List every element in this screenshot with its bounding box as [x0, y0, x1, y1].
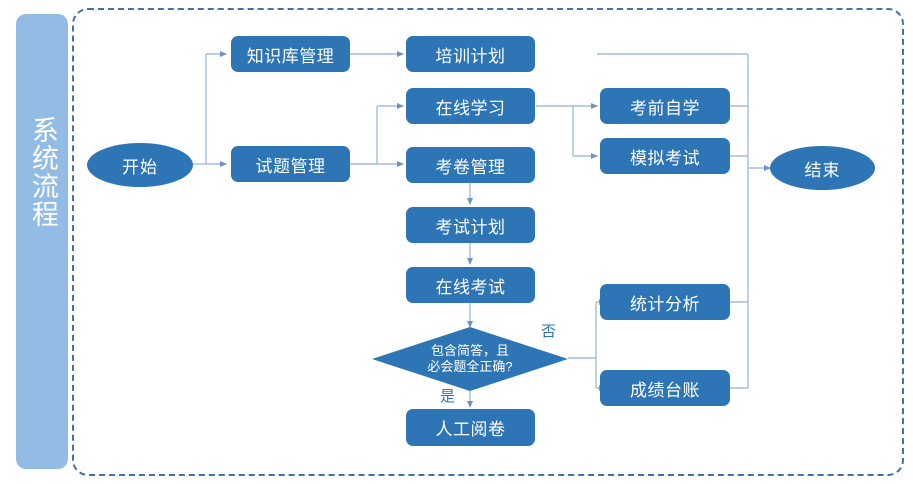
node-exam-plan-label: 考试计划	[435, 217, 506, 237]
node-statistical-analysis-label: 统计分析	[630, 294, 700, 314]
decision-diamond-shape	[372, 327, 568, 391]
node-start[interactable]: 开始	[87, 143, 193, 187]
sidebar-banner: 系统流程	[16, 14, 68, 469]
node-score-ledger[interactable]: 成绩台账	[600, 370, 730, 406]
node-online-exam-label: 在线考试	[435, 277, 506, 297]
node-end-label: 结束	[804, 160, 841, 180]
node-score-ledger-label: 成绩台账	[630, 380, 700, 400]
node-question-management[interactable]: 试题管理	[231, 146, 350, 182]
node-knowledge-base-management-label: 知识库管理	[246, 46, 335, 66]
node-online-learning[interactable]: 在线学习	[406, 88, 535, 124]
node-end[interactable]: 结束	[770, 146, 875, 190]
node-online-exam[interactable]: 在线考试	[406, 267, 535, 303]
node-training-plan[interactable]: 培训计划	[406, 36, 535, 72]
node-manual-grading[interactable]: 人工阅卷	[406, 409, 535, 446]
node-question-management-label: 试题管理	[255, 156, 326, 176]
edge-label-no: 否	[541, 323, 557, 340]
node-manual-grading-label: 人工阅卷	[435, 420, 506, 439]
node-exam-paper-management[interactable]: 考卷管理	[406, 147, 535, 183]
node-online-learning-label: 在线学习	[435, 98, 506, 118]
node-start-label: 开始	[122, 157, 158, 177]
node-knowledge-base-management[interactable]: 知识库管理	[231, 36, 350, 72]
node-training-plan-label: 培训计划	[435, 46, 506, 66]
node-pre-exam-self-study[interactable]: 考前自学	[600, 88, 730, 124]
sidebar-title: 系统流程	[27, 115, 58, 228]
node-pre-exam-self-study-label: 考前自学	[630, 98, 700, 118]
diagram-dashed-frame	[72, 8, 904, 476]
node-decision-check[interactable]: 包含简答，且 必会题全正确?	[372, 327, 568, 391]
node-mock-exam-label: 模拟考试	[630, 148, 700, 168]
node-statistical-analysis[interactable]: 统计分析	[600, 284, 730, 320]
edge-label-yes: 是	[440, 388, 456, 405]
node-exam-paper-management-label: 考卷管理	[435, 157, 506, 177]
node-mock-exam[interactable]: 模拟考试	[600, 138, 730, 174]
node-exam-plan[interactable]: 考试计划	[406, 207, 535, 243]
